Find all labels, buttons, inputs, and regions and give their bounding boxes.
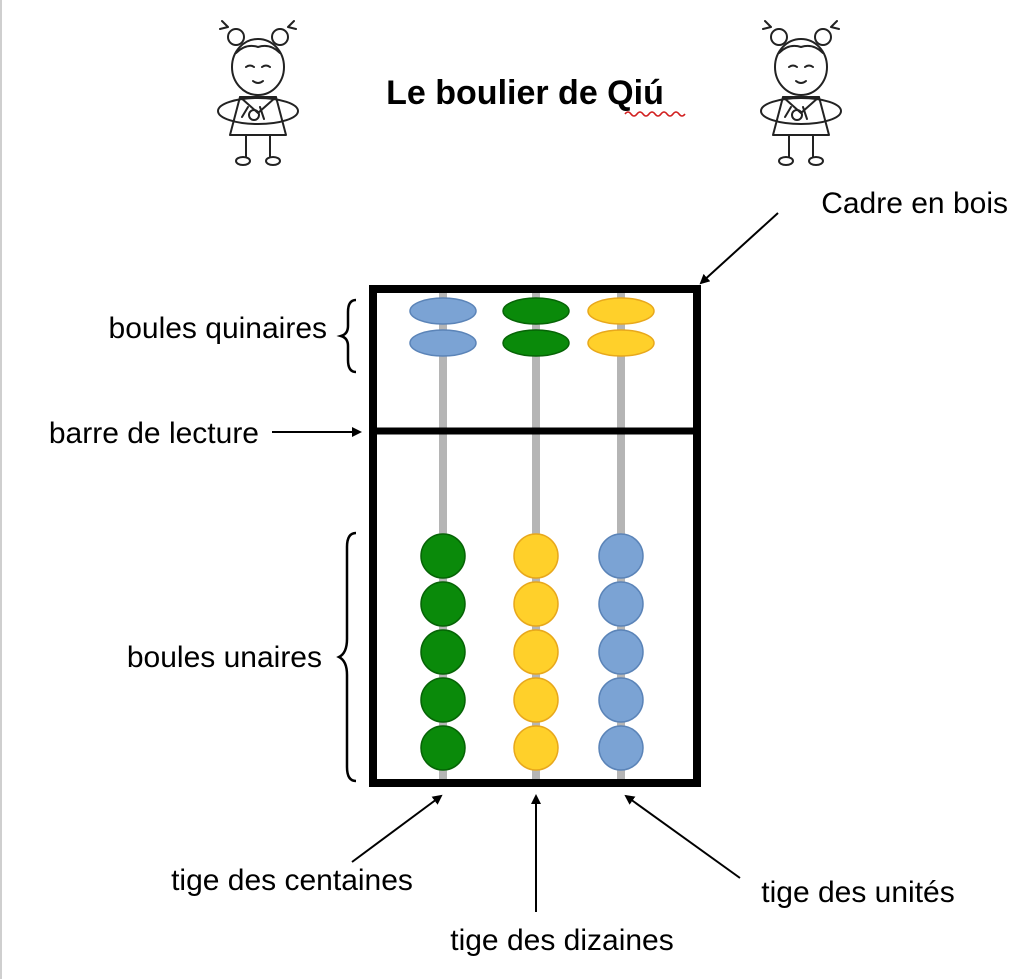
girl-illustration-right — [760, 20, 842, 166]
wooden-frame — [369, 285, 701, 787]
quinary-bead[interactable] — [502, 297, 570, 325]
unary-beads-label: boules unaires — [127, 641, 322, 674]
reading-bar-label: barre de lecture — [49, 417, 259, 450]
frame-label: Cadre en bois — [821, 187, 1008, 220]
frame-arrow — [699, 212, 779, 285]
unary-bead[interactable] — [513, 677, 559, 723]
quinary-bead[interactable] — [502, 329, 570, 357]
unary-bead[interactable] — [420, 629, 466, 675]
unary-bead[interactable] — [513, 725, 559, 771]
quinary-bead[interactable] — [587, 297, 655, 325]
quinary-brace — [336, 298, 357, 374]
units-rod-arrow — [624, 794, 741, 879]
beads-layer — [409, 297, 655, 771]
units-rod-label: tige des unités — [761, 876, 954, 909]
unary-bead[interactable] — [420, 533, 466, 579]
quinary-bead[interactable] — [409, 329, 477, 357]
hundreds-rod-arrow — [351, 794, 443, 863]
quinary-bead[interactable] — [409, 297, 477, 325]
unary-bead[interactable] — [598, 533, 644, 579]
quinary-beads-label: boules quinaires — [109, 312, 327, 345]
tens-rod-label: tige des dizaines — [450, 924, 673, 957]
unary-bead[interactable] — [598, 677, 644, 723]
unary-bead[interactable] — [513, 533, 559, 579]
unary-brace — [336, 531, 357, 783]
unary-bead[interactable] — [598, 629, 644, 675]
page-title: Le boulier de Qiú — [386, 74, 664, 112]
unary-bead[interactable] — [598, 725, 644, 771]
unary-bead[interactable] — [420, 581, 466, 627]
unary-bead[interactable] — [513, 581, 559, 627]
unary-bead[interactable] — [513, 629, 559, 675]
unary-bead[interactable] — [420, 677, 466, 723]
girl-illustration-left — [217, 20, 299, 166]
unary-bead[interactable] — [598, 581, 644, 627]
quinary-bead[interactable] — [587, 329, 655, 357]
unary-bead[interactable] — [420, 725, 466, 771]
spellcheck-underline — [624, 111, 686, 117]
hundreds-rod-label: tige des centaines — [171, 864, 413, 897]
